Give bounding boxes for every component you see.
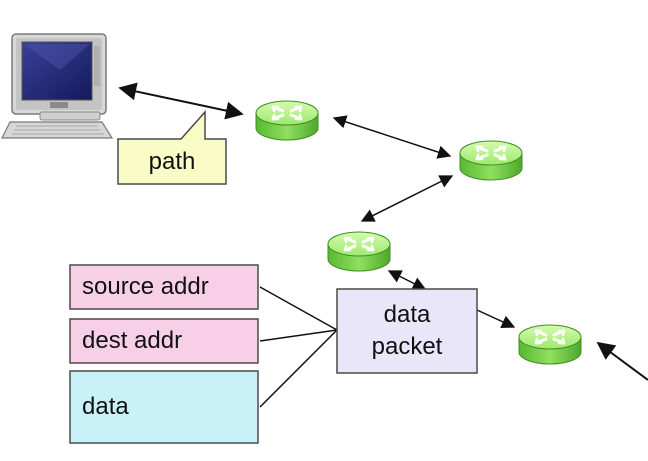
connector-line: [259, 329, 338, 408]
data-packet-line1: data: [383, 301, 431, 328]
data-packet-box: [336, 288, 478, 374]
dest-addr-label: dest addr: [82, 327, 183, 354]
data-packet-line2: packet: [371, 333, 443, 360]
connector-line: [259, 329, 338, 342]
data-packet-label: data packet: [337, 289, 477, 373]
path-arrow: [118, 82, 244, 120]
path-label: path: [148, 147, 196, 175]
data-field: [69, 370, 259, 444]
data-label: data: [82, 393, 129, 420]
router-icon: [517, 323, 583, 366]
router-icon: [458, 139, 524, 182]
path-arrow: [476, 309, 516, 329]
source-addr-field: [69, 264, 259, 310]
router-icon: [254, 99, 320, 142]
connector-line: [259, 286, 338, 331]
path-arrow: [332, 115, 452, 159]
computer-icon: [1, 33, 114, 139]
path-arrow: [596, 341, 648, 381]
path-arrow: [360, 175, 454, 222]
router-icon: [326, 230, 392, 273]
dest-addr-field: [69, 318, 259, 364]
path-callout: [117, 110, 227, 185]
path-arrow: [387, 270, 427, 290]
source-addr-label: source addr: [82, 273, 209, 300]
